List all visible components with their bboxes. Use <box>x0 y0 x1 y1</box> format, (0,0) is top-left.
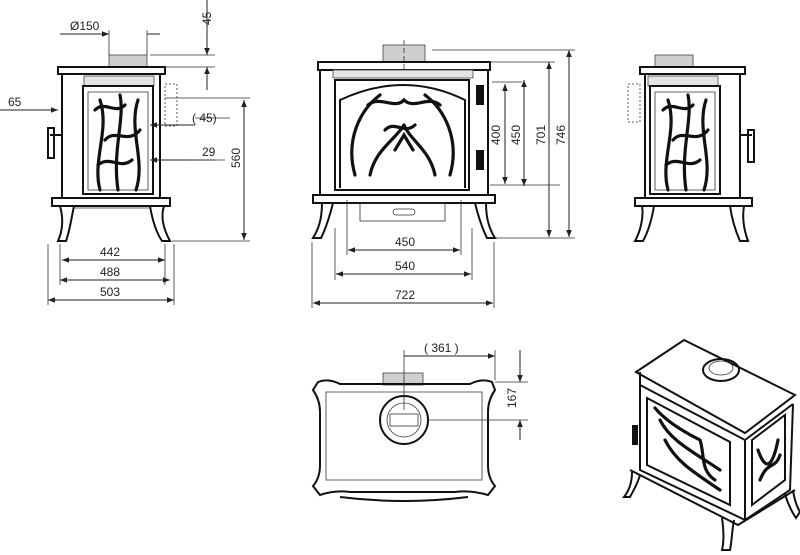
front-leg-right <box>474 202 497 239</box>
flue-height-label: 45 <box>200 11 214 25</box>
ash-drawer <box>359 202 446 222</box>
side-width-503-label: 503 <box>100 285 120 299</box>
iso-front-door <box>646 396 731 507</box>
front-door <box>334 79 470 191</box>
leg-left <box>56 205 75 242</box>
right-door-handle <box>740 129 755 163</box>
side-view-left: Ø150 45 65 ( 45) 29 560 442 488 503 <box>0 0 250 305</box>
flue-diameter-label: Ø150 <box>70 19 100 33</box>
front-view: 400 450 701 746 450 540 722 <box>311 40 575 308</box>
isometric-view <box>621 338 800 551</box>
side-view-right <box>627 54 755 242</box>
door-handle <box>47 127 62 159</box>
iso-top-plate <box>634 338 797 435</box>
side-inset-label: ( 45) <box>192 111 217 125</box>
front-vine-pattern <box>350 93 455 177</box>
front-540-width-label: 540 <box>395 259 415 273</box>
side-29-label: 29 <box>202 145 216 159</box>
top-outline <box>311 379 497 497</box>
right-door-frame <box>649 85 721 195</box>
leg-right <box>149 205 172 242</box>
top-view: ( 361 ) 167 <box>311 341 528 502</box>
flue-collar <box>108 54 148 68</box>
side-width-442-label: 442 <box>100 245 120 259</box>
top-167-label: 167 <box>505 388 519 408</box>
door-frame <box>82 85 154 195</box>
side-width-488-label: 488 <box>100 265 120 279</box>
side-height-label: 560 <box>229 148 243 168</box>
front-400-height-label: 400 <box>489 125 503 145</box>
iso-flue <box>702 358 740 382</box>
top-plate <box>57 66 166 75</box>
front-450-width-label: 450 <box>395 235 415 249</box>
front-leg-left <box>311 202 334 239</box>
top-361-label: ( 361 ) <box>424 341 459 355</box>
iso-vine-pattern <box>653 406 722 492</box>
ash-drawer-handle <box>392 208 416 216</box>
side-offset-label: 65 <box>8 95 22 109</box>
front-450-height-label: 450 <box>509 125 523 145</box>
front-701-height-label: 701 <box>534 125 548 145</box>
front-722-width-label: 722 <box>395 288 415 302</box>
front-746-height-label: 746 <box>554 125 568 145</box>
